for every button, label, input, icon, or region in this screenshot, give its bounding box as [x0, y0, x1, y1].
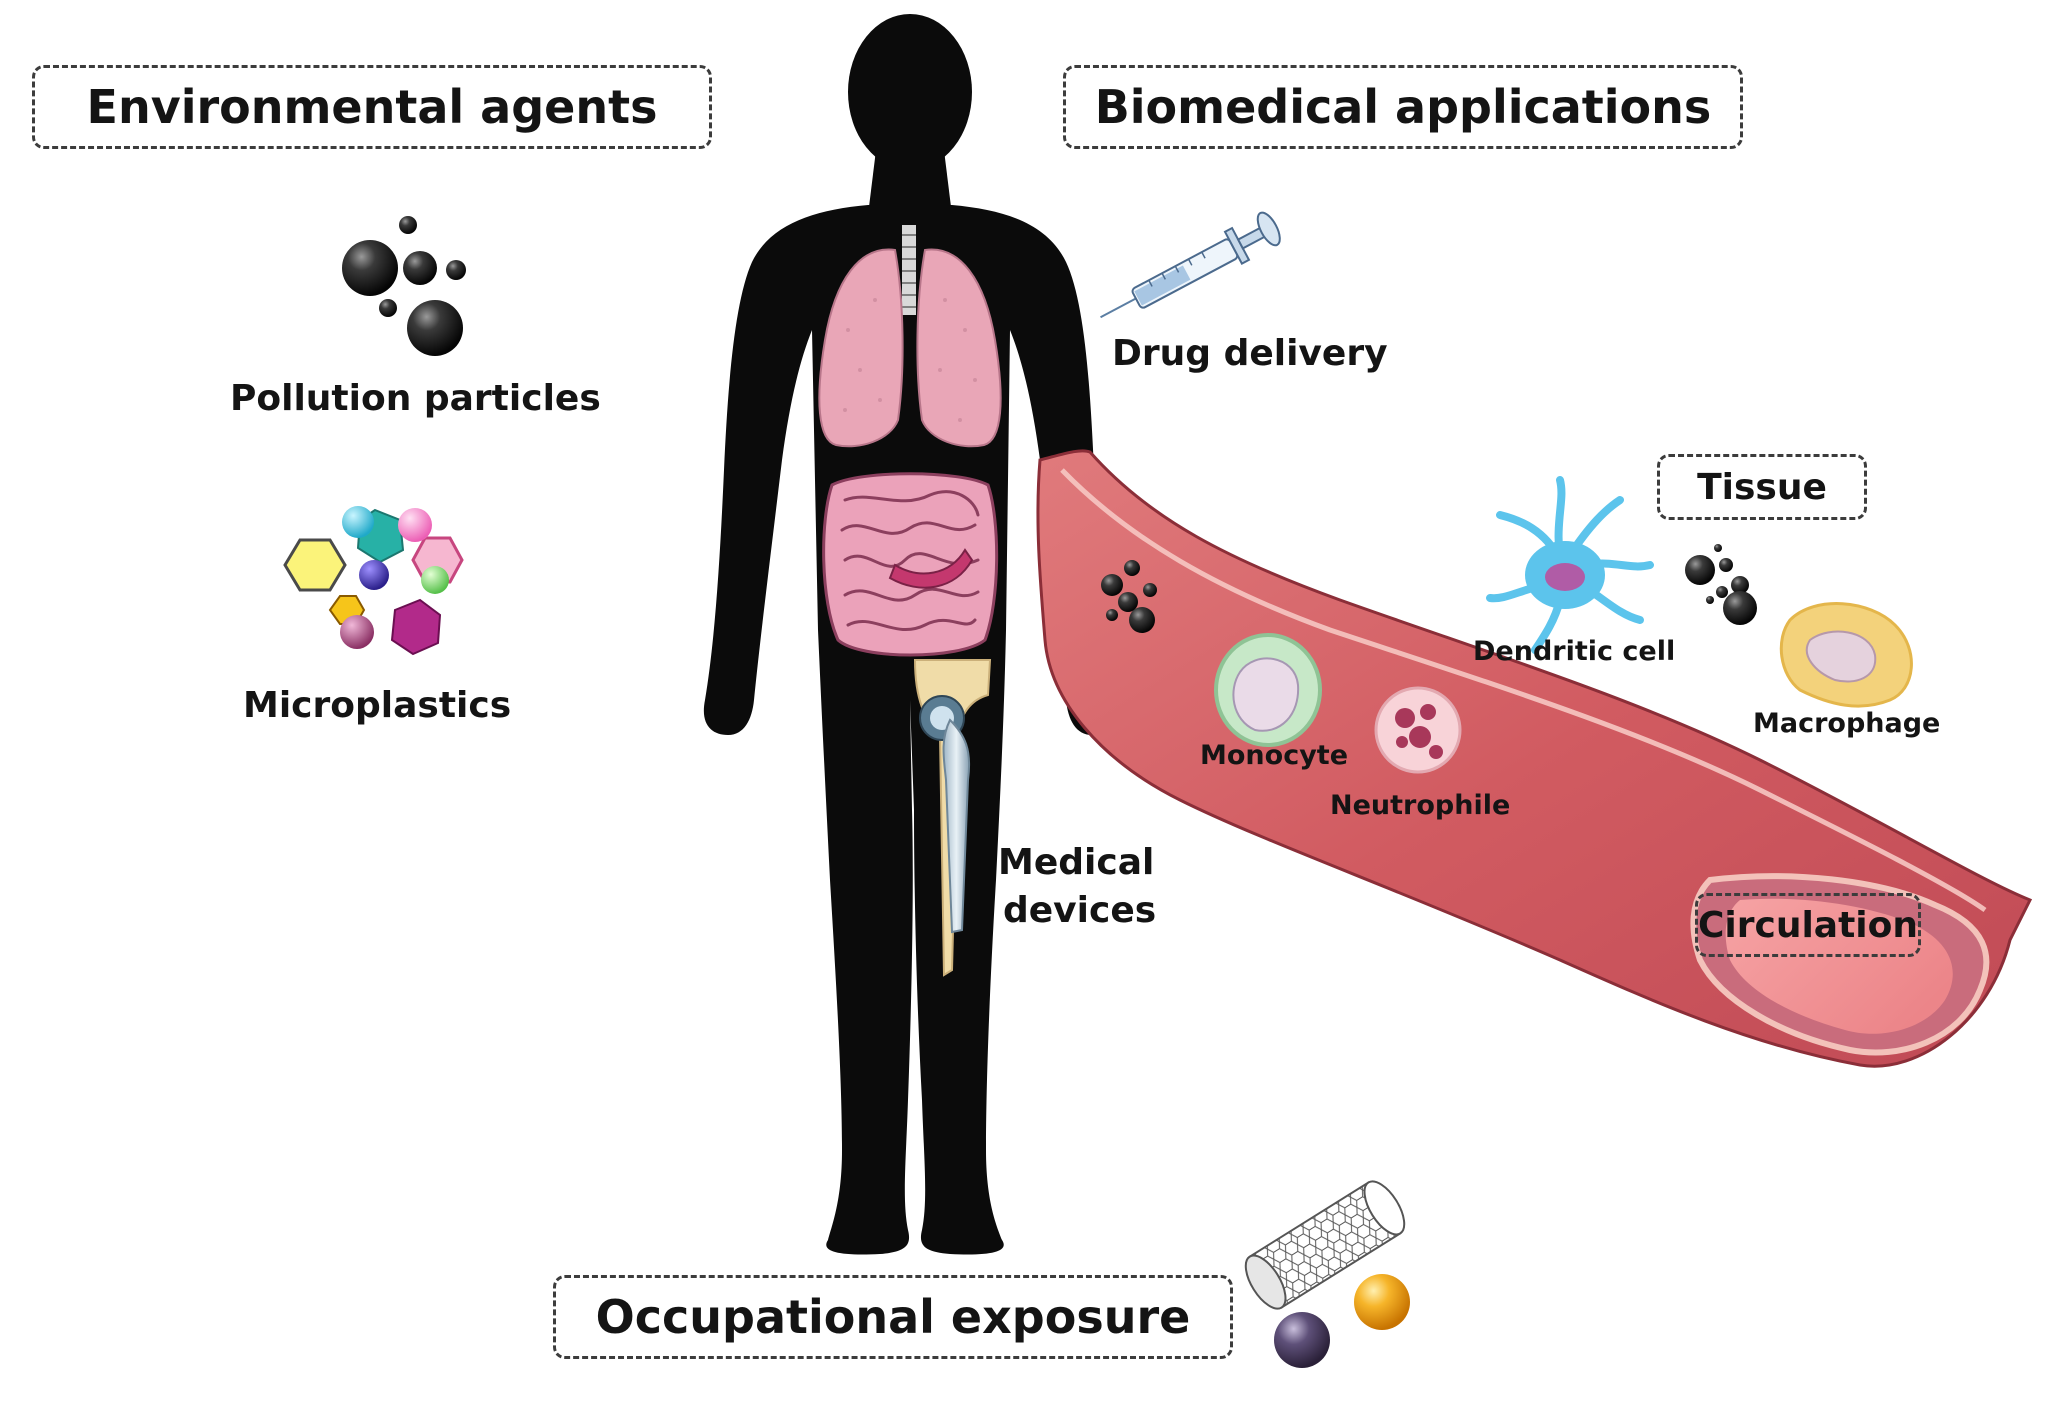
occupational-exposure-title: Occupational exposure	[595, 1290, 1191, 1344]
environmental-agents-box: Environmental agents	[32, 65, 712, 149]
macrophage-label: Macrophage	[1753, 708, 1941, 739]
intestines	[822, 472, 999, 657]
environmental-agents-title: Environmental agents	[86, 80, 658, 134]
circulation-title: Circulation	[1697, 904, 1919, 946]
monocyte-cell	[1214, 633, 1322, 747]
neutrophile-cell	[1374, 686, 1462, 774]
biomedical-applications-box: Biomedical applications	[1063, 65, 1743, 149]
macrophage-cell	[1779, 602, 1913, 708]
purple-nanoparticle-icon	[1274, 1312, 1330, 1368]
gold-nanoparticle-icon	[1354, 1274, 1410, 1330]
tissue-particles	[1685, 544, 1757, 625]
pollution-particles-label: Pollution particles	[230, 378, 601, 419]
neutrophile-label: Neutrophile	[1330, 790, 1511, 821]
monocyte-label: Monocyte	[1200, 740, 1349, 771]
pollution-particles-icon	[342, 216, 466, 356]
human-silhouette	[703, 14, 1116, 1255]
blood-vessel	[1036, 449, 2033, 1068]
nanotube-icon	[1244, 1180, 1406, 1310]
dendritic-cell-label: Dendritic cell	[1473, 636, 1676, 667]
occupational-exposure-box: Occupational exposure	[553, 1275, 1233, 1359]
microplastics-icon	[283, 506, 464, 656]
vessel-particles	[1101, 560, 1157, 633]
tissue-box: Tissue	[1657, 454, 1867, 520]
trachea	[902, 225, 916, 315]
circulation-box: Circulation	[1695, 893, 1921, 957]
dendritic-cell	[1486, 476, 1654, 654]
microplastics-label: Microplastics	[243, 685, 512, 726]
hip-implant	[913, 659, 992, 977]
syringe-icon	[1100, 211, 1281, 319]
lungs	[818, 248, 1002, 448]
medical-devices-label-line1: Medical	[998, 842, 1155, 883]
drug-delivery-label: Drug delivery	[1112, 333, 1388, 374]
biomedical-applications-title: Biomedical applications	[1094, 80, 1712, 134]
tissue-title: Tissue	[1697, 466, 1827, 508]
medical-devices-label-line2: devices	[1003, 890, 1157, 931]
